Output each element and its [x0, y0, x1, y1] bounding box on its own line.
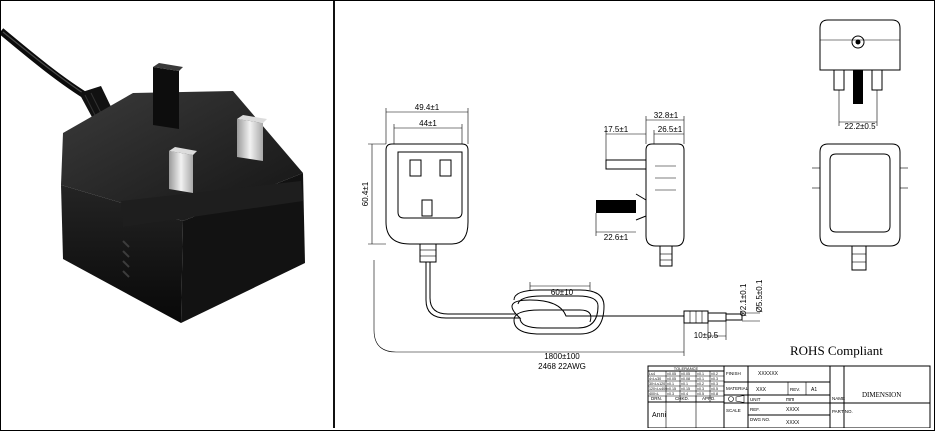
tolerance-cell: ±0.05 — [667, 372, 676, 376]
ref-value: XXXX — [786, 407, 800, 413]
rear-view — [812, 143, 908, 271]
part-no-label: PART NO. — [832, 409, 853, 414]
tolerance-cell: ±0.2 — [697, 382, 704, 386]
dimension-drawing-svg: 49.4±1 44±1 60.4±1 — [361, 19, 931, 429]
title-block — [647, 365, 931, 429]
tolerance-cell: L≤4 — [649, 372, 655, 376]
tolerance-cell: ±0.08 — [681, 377, 690, 381]
cable-drawing — [373, 260, 760, 356]
rohs-compliant-note: ROHS Compliant — [790, 343, 883, 358]
dim-overall-width: 49.4±1 — [415, 103, 440, 112]
dim-cable-length: 1800±100 — [544, 352, 580, 361]
dim-plug-length: 10±0.5 — [694, 331, 719, 340]
tolerance-cell: ±0.3 — [667, 392, 674, 396]
dim-pin-length: 22.6±1 — [604, 233, 629, 242]
tolerance-cell: ±0.1 — [681, 382, 688, 386]
power-adapter-photo — [0, 28, 305, 323]
tolerance-cell: 30<L≤120 — [649, 382, 665, 386]
dwg-no-value: XXXX — [786, 420, 800, 426]
dim-plug-inner: Ø2.1±0.1 — [739, 283, 748, 316]
front-pin-left — [409, 159, 422, 177]
side-pin-top — [605, 159, 647, 170]
tolerance-cell: ±0.8 — [711, 392, 718, 396]
dim-plug-outer: Ø5.5±0.1 — [755, 279, 764, 312]
tolerance-cell: ±0.3 — [697, 387, 704, 391]
unit-label: UNIT — [750, 397, 761, 402]
side-view — [595, 116, 685, 267]
finish-label: FINISH — [726, 371, 741, 376]
product-photo — [0, 1, 335, 428]
scale-label: SCALE — [726, 408, 741, 413]
tolerance-cell: ±0.5 — [711, 387, 718, 391]
top-view — [819, 19, 901, 126]
tolerance-rows: L≤4±0.05±0.05±0.1±0.24<L≤30±0.05±0.08±0.… — [649, 372, 718, 396]
drn-label: DRN. — [651, 396, 662, 401]
tolerance-cell: ±0.1 — [667, 382, 674, 386]
name-value: DIMENSION — [862, 391, 901, 399]
appd-label: APPD. — [702, 396, 716, 401]
tolerance-cell: ±0.1 — [697, 377, 704, 381]
dim-body-depth: 26.5±1 — [658, 125, 683, 134]
dim-cable-spec: 2468 22AWG — [538, 362, 586, 371]
dim-cable-bundle: 60±10 — [551, 288, 574, 297]
tolerance-cell: 4<L≤30 — [649, 377, 661, 381]
tolerance-cell: 120<L≤400 — [649, 387, 667, 391]
chkd-label: CHKD. — [675, 396, 689, 401]
dim-pin-top-offset: 17.5±1 — [604, 125, 629, 134]
earth-pin — [153, 63, 183, 129]
neutral-pin — [169, 147, 197, 193]
dim-pin-spacing: 22.2±0.5 — [844, 122, 876, 131]
name-label: NAME — [832, 396, 845, 401]
drawer-name: Anni — [652, 412, 666, 419]
tolerance-cell: ±0.1 — [697, 372, 704, 376]
live-pin — [237, 115, 267, 161]
rev-value: A1 — [811, 387, 817, 393]
technical-drawing: 49.4±1 44±1 60.4±1 — [336, 1, 933, 429]
front-pin-right — [439, 159, 452, 177]
material-label: MATERIAL — [726, 386, 749, 391]
material-value: XXX — [756, 387, 767, 393]
dim-depth: 32.8±1 — [654, 111, 679, 120]
tolerance-cell: 400<L — [649, 392, 659, 396]
side-pin-bottom — [596, 200, 636, 213]
tolerance-cell: ±0.05 — [681, 372, 690, 376]
tolerance-cell: ±0.15 — [667, 387, 676, 391]
ref-label: REF. — [750, 407, 760, 412]
front-pin-earth — [421, 199, 433, 217]
rev-label: REV. — [790, 387, 800, 392]
tolerance-header: TOLERANCE — [674, 366, 699, 371]
finish-value: XXXXXX — [758, 371, 779, 377]
dim-face-width: 44±1 — [419, 119, 437, 128]
dwg-no-label: DWG NO. — [750, 417, 770, 422]
tolerance-cell: ±0.15 — [681, 387, 690, 391]
tolerance-cell: ±0.5 — [697, 392, 704, 396]
front-view — [368, 108, 469, 263]
dim-height: 60.4±1 — [361, 181, 370, 206]
tolerance-cell: ±0.05 — [667, 377, 676, 381]
unit-value: mm — [786, 397, 794, 403]
tolerance-cell: ±0.3 — [711, 382, 718, 386]
tolerance-cell: ±0.3 — [711, 377, 718, 381]
tolerance-cell: ±0.4 — [681, 392, 688, 396]
tolerance-cell: ±0.2 — [711, 372, 718, 376]
